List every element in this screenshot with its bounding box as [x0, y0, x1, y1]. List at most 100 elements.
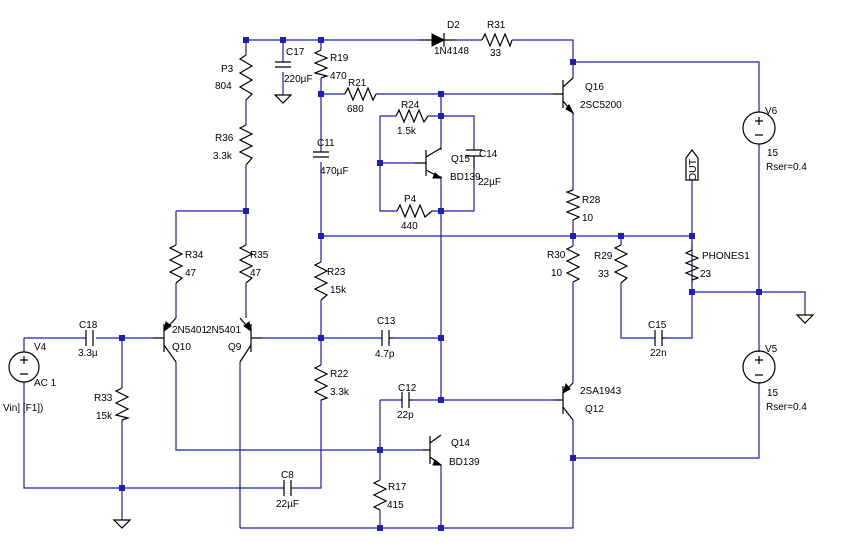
c18-label: C18	[79, 320, 98, 331]
r31-value: 33	[490, 48, 502, 59]
q15-value: BD139	[450, 172, 481, 183]
transistor-q14	[423, 434, 443, 466]
r34-label: R34	[185, 250, 204, 261]
r36-value: 3.3k	[213, 151, 233, 162]
d2-value: 1N4148	[434, 46, 469, 57]
resistor-r17	[372, 479, 388, 511]
resistor-phones1	[684, 249, 700, 281]
v4-value: AC 1	[34, 378, 57, 389]
c13-label: C13	[377, 316, 396, 327]
r29-label: R29	[594, 251, 613, 262]
r17-value: 415	[387, 500, 404, 511]
v6-value: 15	[767, 148, 779, 159]
capacitor-c13	[381, 330, 390, 346]
r35-value: 47	[250, 268, 262, 279]
c15-label: C15	[648, 320, 667, 331]
resistor-r28	[565, 189, 581, 221]
r21-label: R21	[348, 78, 367, 89]
capacitor-c12	[401, 392, 410, 408]
v4-func: Vin] [F1])	[3, 403, 43, 414]
r22-value: 3.3k	[330, 387, 350, 398]
r33-value: 15k	[96, 411, 113, 422]
junctions	[119, 37, 762, 531]
transistor-q12	[555, 382, 574, 421]
transistor-q15	[415, 147, 443, 179]
p4-label: P4	[404, 194, 417, 205]
c12-label: C12	[398, 383, 417, 394]
c13-value: 4.7p	[375, 349, 395, 360]
c8-label: C8	[281, 470, 294, 481]
transistor-q16	[553, 77, 575, 115]
c11-value: 470µF	[320, 166, 349, 177]
resistor-r30	[565, 245, 581, 283]
source-v6	[742, 111, 776, 145]
r36-label: R36	[215, 133, 234, 144]
resistor-r24	[395, 108, 429, 124]
resistor-p4	[396, 203, 433, 219]
capacitor-c17	[275, 61, 291, 68]
q15-label: Q15	[451, 154, 470, 165]
resistor-r34	[168, 244, 184, 284]
c14-value: 22µF	[478, 177, 501, 188]
r31-label: R31	[487, 20, 506, 31]
ground-left	[112, 519, 132, 529]
resistor-r19	[313, 49, 330, 79]
resistor-r33	[114, 387, 131, 421]
c12-value: 22p	[397, 410, 414, 421]
capacitor-c11	[313, 151, 329, 158]
resistor-r29	[613, 244, 629, 284]
transistor-q10	[153, 317, 177, 363]
r28-label: R28	[582, 195, 601, 206]
resistor-r23	[313, 261, 329, 301]
resistor-r36	[238, 124, 254, 166]
resistor-r21	[344, 86, 377, 102]
r17-label: R17	[388, 482, 407, 493]
resistor-r22	[313, 364, 329, 401]
r21-value: 680	[347, 104, 364, 115]
out-label: OUT	[687, 158, 699, 181]
capacitor-c8	[283, 480, 292, 496]
r24-value: 1.5k	[397, 126, 417, 137]
wires	[23, 39, 806, 529]
q12-label: Q12	[585, 404, 604, 415]
v4-label: V4	[34, 342, 47, 353]
q16-value: 2SC5200	[580, 100, 622, 111]
v6-label: V6	[765, 106, 778, 117]
r24-label: R24	[401, 100, 420, 111]
ground-c17	[273, 94, 293, 104]
q10-type: 2N5401	[172, 325, 207, 336]
r34-value: 47	[185, 268, 197, 279]
p3-value: 804	[215, 81, 232, 92]
q12-value: 2SA1943	[580, 386, 622, 397]
out-net-label: OUT	[685, 149, 699, 181]
c14-label: C14	[479, 149, 498, 160]
source-v5	[742, 350, 776, 384]
resistor-p3	[238, 54, 254, 101]
q9-type: 2N5401	[206, 325, 241, 336]
capacitor-c18	[85, 330, 94, 346]
ground-right	[795, 314, 815, 324]
q9-label: Q9	[228, 342, 242, 353]
diode-d2	[420, 33, 455, 47]
r28-value: 10	[582, 213, 594, 224]
r19-label: R19	[330, 53, 349, 64]
r33-label: R33	[94, 393, 113, 404]
c17-value: 220µF	[284, 74, 313, 85]
resistor-r35	[238, 244, 254, 284]
q16-label: Q16	[585, 82, 604, 93]
r30-value: 10	[551, 268, 563, 279]
c17-label: C17	[286, 47, 305, 58]
p4-value: 440	[401, 221, 418, 232]
p3-label: P3	[221, 64, 234, 75]
c11-label: C11	[317, 138, 335, 149]
r29-value: 33	[598, 269, 610, 280]
r22-label: R22	[330, 369, 349, 380]
capacitor-c15	[654, 330, 663, 346]
v5-label: V5	[765, 344, 778, 355]
d2-label: D2	[447, 20, 460, 31]
phones1-value: 23	[700, 269, 712, 280]
r30-label: R30	[547, 250, 566, 261]
r35-label: R35	[250, 250, 269, 261]
phones1-label: PHONES1	[702, 251, 750, 262]
